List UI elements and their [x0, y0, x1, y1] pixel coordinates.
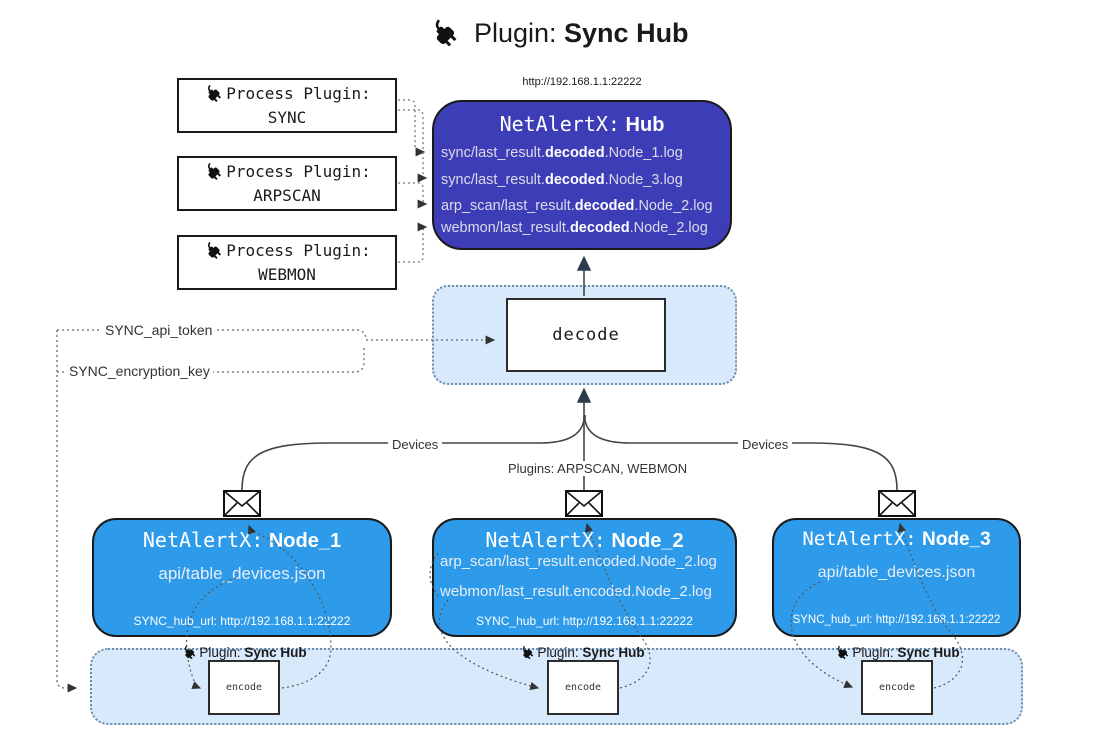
encode-box-1: encode [208, 660, 280, 715]
encode-label: encode [878, 682, 916, 693]
process-plugin-label: Process Plugin: [226, 83, 371, 103]
node-2: NetAlertX: Node_2 arp_scan/last_result.e… [432, 518, 737, 637]
process-plugin-arpscan: Process Plugin: ARPSCAN [177, 156, 397, 211]
node-title: NetAlertX: Node_1 [142, 528, 342, 552]
process-plugin-sync: Process Plugin: SYNC [177, 78, 397, 133]
encode-plugin-label: Plugin: Sync Hub [144, 645, 344, 660]
plug-icon [181, 645, 196, 660]
sync-api-token-label: SYNC_api_token [102, 322, 216, 338]
hub-log-line: arp_scan/last_result.decoded.Node_2.log [441, 198, 713, 214]
hub-title-bold: Hub [625, 114, 665, 136]
node-1: NetAlertX: Node_1 api/table_devices.json… [92, 518, 392, 637]
sync-encryption-key-label: SYNC_encryption_key [66, 363, 213, 379]
hub-url: http://192.168.1.1:22222 [522, 76, 642, 88]
process-plugin-name: SYNC [267, 107, 307, 127]
envelope-icon [878, 490, 916, 517]
node-footer: SYNC_hub_url: http://192.168.1.1:22222 [476, 614, 693, 628]
title-bold: Sync Hub [564, 18, 689, 48]
process-plugin-name: WEBMON [258, 264, 316, 284]
plugin-to-hub-links [398, 99, 428, 263]
plug-icon [203, 162, 222, 181]
encode-plugin-label: Plugin: Sync Hub [482, 645, 682, 660]
envelope-icon [565, 490, 603, 517]
node-footer: SYNC_hub_url: http://192.168.1.1:22222 [792, 614, 1001, 626]
node-footer: SYNC_hub_url: http://192.168.1.1:22222 [133, 614, 351, 628]
process-plugin-name: ARPSCAN [253, 185, 321, 205]
node-title: NetAlertX: Node_2 [485, 528, 684, 552]
decode-box: decode [506, 298, 666, 372]
node-file-line: api/table_devices.json [817, 564, 976, 581]
hub-title-mono: NetAlertX: [499, 112, 620, 136]
envelope-icon [223, 490, 261, 517]
encode-plugin-label: Plugin: Sync Hub [797, 645, 997, 660]
node-3: NetAlertX: Node_3 api/table_devices.json… [772, 518, 1021, 637]
node-file-line: arp_scan/last_result.encoded.Node_2.log [440, 553, 717, 570]
hub-log-line: sync/last_result.decoded.Node_3.log [441, 172, 683, 188]
page-title: Plugin: Sync Hub [0, 18, 1117, 49]
encode-box-3: encode [861, 660, 933, 715]
hub-title: NetAlertX: Hub [434, 112, 730, 137]
process-plugin-label: Process Plugin: [226, 161, 371, 181]
plugins-mid-label: Plugins: ARPSCAN, WEBMON [504, 461, 692, 476]
hub-log-line: webmon/last_result.decoded.Node_2.log [441, 220, 708, 236]
node-file-line: webmon/last_result.encoded.Node_2.log [440, 583, 712, 600]
hub-log-line: sync/last_result.decoded.Node_1.log [441, 145, 683, 161]
envelope-icons [223, 490, 916, 517]
node-file-line: api/table_devices.json [158, 564, 326, 583]
title-prefix: Plugin: [473, 18, 557, 48]
decode-label: decode [552, 325, 620, 345]
plug-icon [834, 645, 849, 660]
plug-icon [203, 84, 222, 103]
plug-icon [428, 18, 458, 48]
encode-box-2: encode [547, 660, 619, 715]
node-title: NetAlertX: Node_3 [802, 528, 991, 550]
encode-label: encode [225, 682, 263, 693]
process-plugin-label: Process Plugin: [226, 240, 371, 260]
plug-icon [519, 645, 534, 660]
devices-right-label: Devices [738, 437, 793, 452]
devices-left-label: Devices [388, 437, 443, 452]
plug-icon [203, 241, 222, 260]
encode-label: encode [564, 682, 602, 693]
hub-node: NetAlertX: Hub sync/last_result.decoded.… [432, 100, 732, 250]
process-plugin-webmon: Process Plugin: WEBMON [177, 235, 397, 290]
